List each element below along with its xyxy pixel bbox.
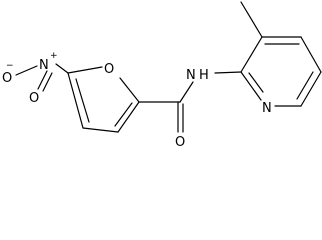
bond-c-nh xyxy=(179,81,194,103)
bond-o1-c2 xyxy=(119,77,140,103)
bond-nh-c2py xyxy=(214,71,242,74)
bond-c2-c3 xyxy=(117,101,140,133)
molecule-structure: O − N + O O O N H N xyxy=(2,1,322,150)
bond-py-n-c2-double xyxy=(248,72,264,93)
atom-carbonyl-o: O xyxy=(175,135,185,150)
atom-nitro-o-charge: − xyxy=(6,61,14,71)
atom-amide-n: N xyxy=(186,68,196,83)
bond-methyl xyxy=(240,1,263,38)
bond-py-c2-c3 xyxy=(240,36,263,73)
bond-n-o-double-a xyxy=(37,70,48,90)
atom-pyridine-n: N xyxy=(262,101,272,116)
atom-nitro-o-left: O xyxy=(2,71,12,86)
structure-canvas: O − N + O O O N H N xyxy=(2,1,322,150)
bond-py-n-c2 xyxy=(240,71,262,101)
bond-c4-c5 xyxy=(67,72,84,129)
bond-py-c4-c5 xyxy=(300,36,322,73)
atom-furan-o: O xyxy=(104,62,114,77)
bond-py-c5-c6-double xyxy=(296,71,314,100)
atom-nitro-o-bottom: O xyxy=(29,91,39,106)
bond-c3-c4-double xyxy=(114,102,133,127)
atom-nitro-n-charge: + xyxy=(50,51,58,61)
bond-c4-c5-double xyxy=(75,78,90,123)
bond-n-c5 xyxy=(55,63,69,74)
bond-c3-c4 xyxy=(82,127,119,133)
bond-n-o-double-b xyxy=(42,72,53,92)
bond-c5-o1 xyxy=(67,66,103,74)
bond-py-c5-c6 xyxy=(300,71,322,107)
atom-amide-h: H xyxy=(199,68,209,83)
atom-nitro-n: N xyxy=(39,58,49,73)
bond-o-n xyxy=(15,65,38,76)
